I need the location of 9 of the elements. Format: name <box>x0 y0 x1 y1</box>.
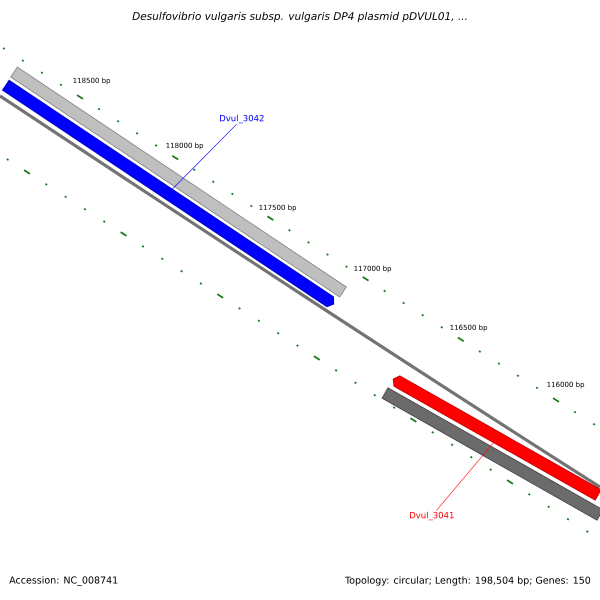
leader-line <box>436 442 494 511</box>
title: Desulfovibrio vulgaris subsp. vulgaris DP4 plasmid pDVUL01, ... <box>132 12 466 22</box>
gene-label: Dvul_3041 <box>410 512 454 520</box>
gene-label: Dvul_3042 <box>220 114 264 124</box>
summary-text: Topology: circular; Length: 198,504 bp; Genes: 150 <box>344 576 590 586</box>
accession-text: Accession: NC_008741 <box>9 576 118 586</box>
feature-bar <box>382 387 600 521</box>
gene-arrow <box>392 375 600 501</box>
leader-line <box>172 124 237 190</box>
